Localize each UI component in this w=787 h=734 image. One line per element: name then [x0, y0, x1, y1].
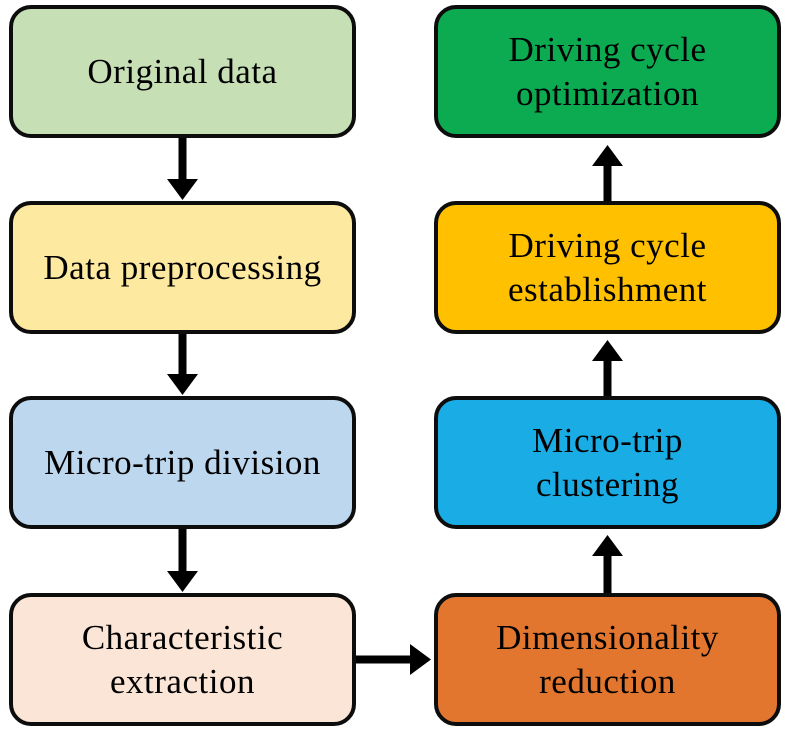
arrow-up-establishment-to-optimization — [592, 145, 623, 203]
box-driving-cycle-establishment-label: Driving cycle establishment — [508, 225, 707, 309]
box-characteristic-extraction: Characteristic extraction — [9, 593, 356, 726]
arrow-up-reduction-to-clustering — [592, 535, 623, 595]
box-driving-cycle-optimization-label: Driving cycle optimization — [508, 29, 707, 113]
box-original-data: Original data — [9, 5, 356, 138]
box-dimensionality-reduction-label: Dimensionality reduction — [496, 617, 719, 701]
box-data-preprocessing: Data preprocessing — [9, 201, 356, 334]
box-characteristic-extraction-label: Characteristic extraction — [81, 617, 284, 701]
box-data-preprocessing-label: Data preprocessing — [43, 247, 322, 287]
box-micro-trip-division-label: Micro-trip division — [44, 442, 321, 482]
box-micro-trip-clustering: Micro-trip clustering — [434, 396, 781, 529]
box-micro-trip-clustering-label: Micro-trip clustering — [532, 420, 683, 504]
box-driving-cycle-establishment: Driving cycle establishment — [434, 201, 781, 334]
arrow-down-preprocessing-to-division — [167, 332, 198, 395]
box-original-data-label: Original data — [87, 51, 278, 91]
arrow-down-original-to-preprocessing — [167, 136, 198, 200]
arrow-down-division-to-extraction — [167, 527, 198, 592]
box-micro-trip-division: Micro-trip division — [9, 396, 356, 529]
arrow-up-clustering-to-establishment — [592, 340, 623, 398]
box-driving-cycle-optimization: Driving cycle optimization — [434, 5, 781, 138]
box-dimensionality-reduction: Dimensionality reduction — [434, 593, 781, 726]
arrow-right-extraction-to-reduction — [354, 644, 431, 675]
